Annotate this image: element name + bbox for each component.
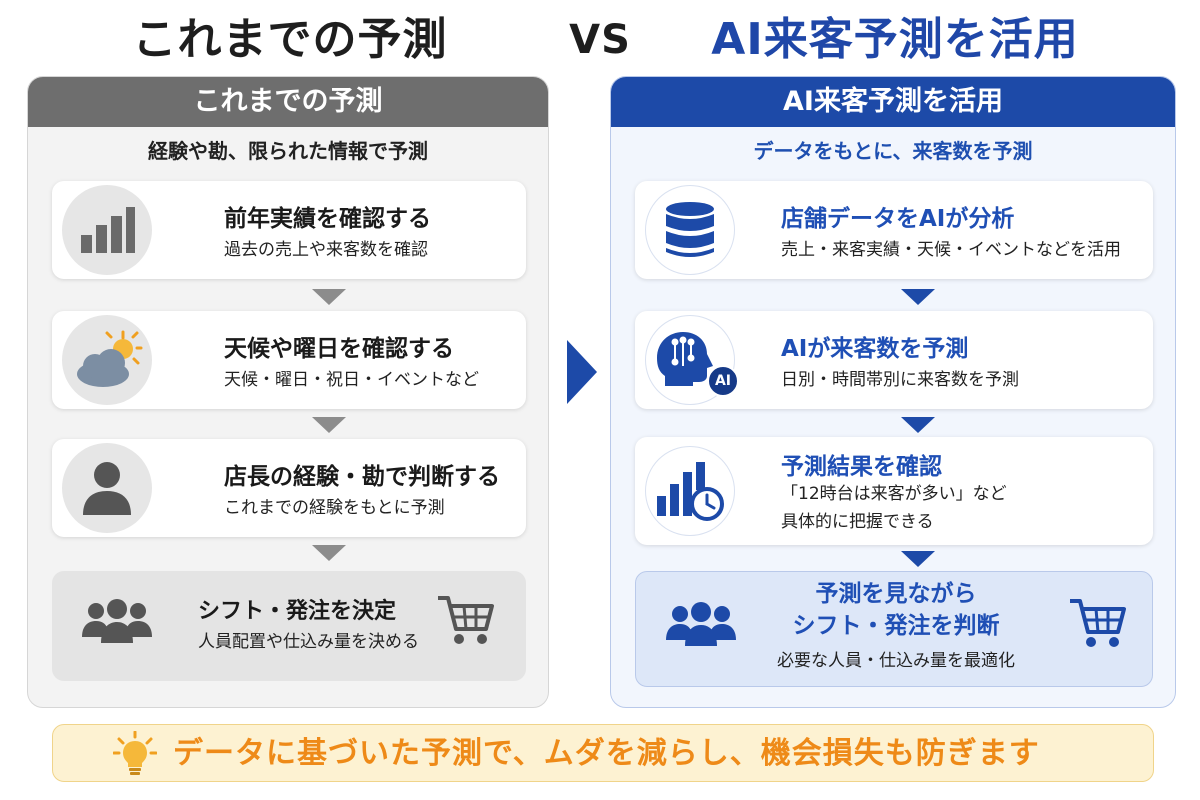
left-step-3-title: 店長の経験・勘で判断する (224, 464, 500, 490)
left-step-2-text: 天候・曜日・祝日・イベントなど (224, 370, 479, 390)
down-arrow-icon (312, 289, 346, 305)
vs-label: VS (569, 17, 631, 63)
left-main-title: これまでの予測 (132, 14, 448, 65)
right-step-3-card: 予測結果を確認 「12時台は来客が多い」など 具体的に把握できる (635, 437, 1153, 545)
database-icon (645, 185, 735, 275)
left-panel-header: これまでの予測 (28, 77, 548, 127)
right-step-3-text-line-1: 「12時台は来客が多い」など (781, 484, 1007, 504)
lightbulb-icon (112, 730, 158, 781)
ai-badge-label: AI (714, 373, 732, 389)
summary-banner: データに基づいた予測で、ムダを減らし、機会損失も防ぎます (52, 724, 1154, 782)
ai-forecast-panel: AI来客予測を活用 データをもとに、来客数を予測 店舗データをAIが分析 売上・… (610, 76, 1176, 708)
left-step-1-title: 前年実績を確認する (224, 206, 431, 232)
left-step-3-card: 店長の経験・勘で判断する これまでの経験をもとに予測 (52, 439, 526, 537)
cart-icon (436, 593, 496, 651)
right-step-1-text: 売上・来客実績・天候・イベントなどを活用 (781, 240, 1121, 260)
left-panel-subtitle: 経験や勘、限られた情報で予測 (148, 139, 428, 163)
person-icon (62, 443, 152, 533)
down-arrow-icon (312, 545, 346, 561)
right-final-text: 必要な人員・仕込み量を最適化 (777, 651, 1015, 671)
left-step-1-card: 前年実績を確認する 過去の売上や来客数を確認 (52, 181, 526, 279)
right-main-title: AI来客予測を活用 (711, 14, 1079, 65)
ai-head-icon (645, 315, 735, 405)
right-final-title-line-1: 予測を見ながら (815, 581, 977, 607)
bar-chart-icon (62, 185, 152, 275)
down-arrow-icon (312, 417, 346, 433)
right-step-1-title: 店舗データをAIが分析 (781, 206, 1015, 232)
right-step-1-card: 店舗データをAIが分析 売上・来客実績・天候・イベントなどを活用 (635, 181, 1153, 279)
right-step-2-title: AIが来客数を予測 (781, 336, 969, 362)
left-final-card: シフト・発注を決定 人員配置や仕込み量を決める (52, 571, 526, 681)
down-arrow-icon (901, 289, 935, 305)
cart-icon (1068, 596, 1128, 654)
right-final-title-block: 予測を見ながら シフト・発注を判断 必要な人員・仕込み量を最適化 (746, 578, 1046, 674)
down-arrow-icon (901, 551, 935, 567)
left-final-title: シフト・発注を決定 (198, 599, 397, 624)
right-step-2-text: 日別・時間帯別に来客数を予測 (781, 370, 1019, 390)
group-icon (666, 600, 736, 654)
down-arrow-icon (901, 417, 935, 433)
left-step-1-text: 過去の売上や来客数を確認 (224, 240, 428, 260)
right-step-3-text-line-2: 具体的に把握できる (781, 512, 934, 532)
right-final-title-line-2: シフト・発注を判断 (792, 613, 1000, 639)
left-final-text: 人員配置や仕込み量を決める (198, 632, 419, 652)
group-icon (82, 597, 152, 651)
banner-text: データに基づいた予測で、ムダを減らし、機会損失も防ぎます (173, 736, 1040, 771)
right-step-3-title: 予測結果を確認 (781, 454, 942, 480)
traditional-forecast-panel: これまでの予測 経験や勘、限られた情報で予測 前年実績を確認する 過去の売上や来… (27, 76, 549, 708)
left-step-2-card: 天候や曜日を確認する 天候・曜日・祝日・イベントなど (52, 311, 526, 409)
right-panel-header: AI来客予測を活用 (611, 77, 1175, 127)
left-step-2-title: 天候や曜日を確認する (224, 336, 454, 362)
chart-clock-icon (645, 446, 735, 536)
right-panel-subtitle: データをもとに、来客数を予測 (753, 139, 1033, 163)
right-step-2-card: AI AIが来客数を予測 日別・時間帯別に来客数を予測 (635, 311, 1153, 409)
ai-badge: AI (707, 365, 739, 397)
weather-icon (62, 315, 152, 405)
right-final-card: 予測を見ながら シフト・発注を判断 必要な人員・仕込み量を最適化 (635, 571, 1153, 687)
right-arrow-icon (567, 340, 597, 404)
left-step-3-text: これまでの経験をもとに予測 (224, 498, 445, 518)
